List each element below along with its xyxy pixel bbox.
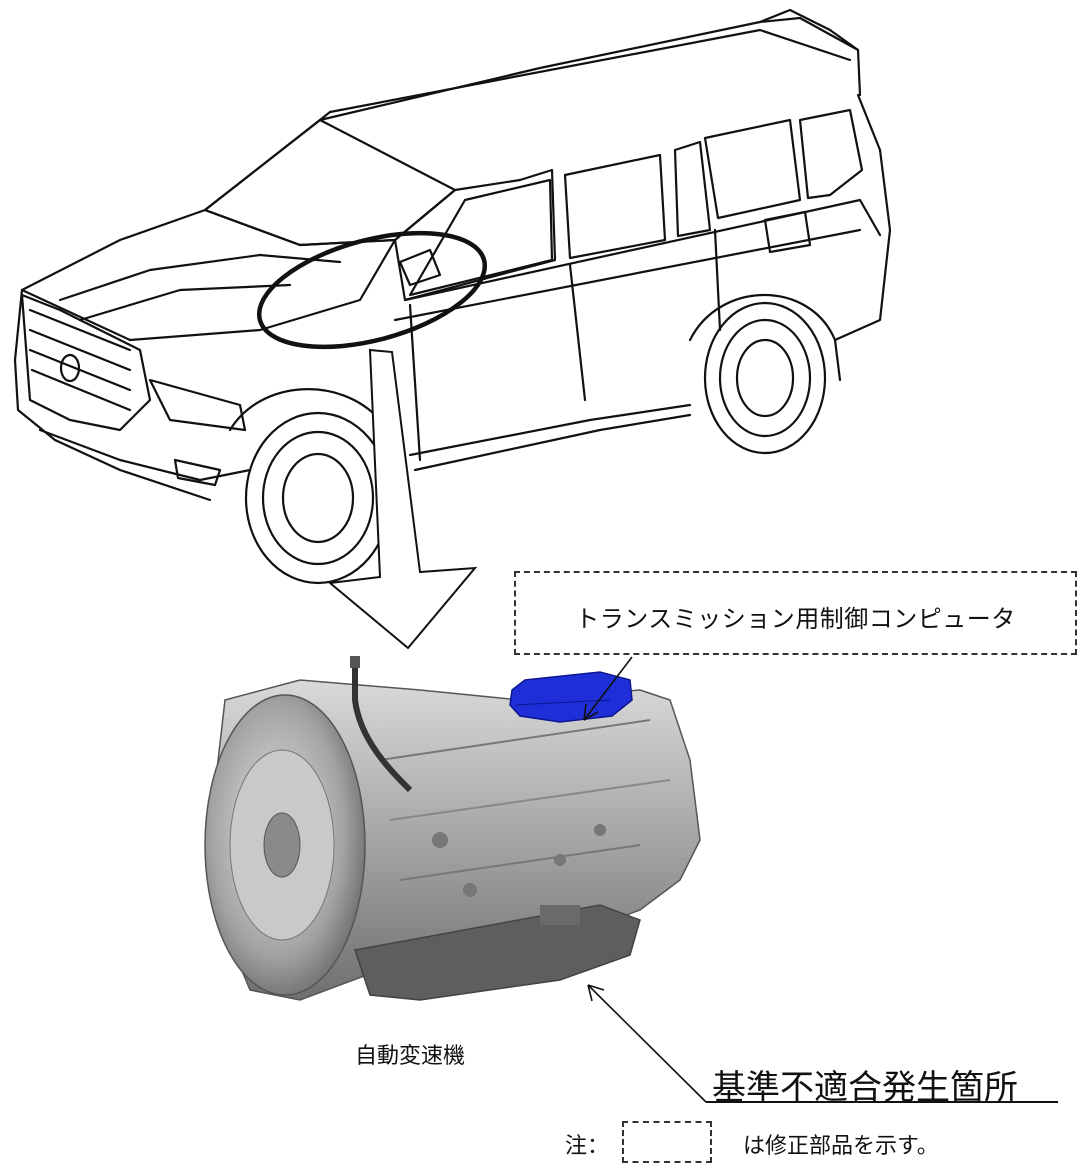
note-dashed-box (622, 1121, 712, 1163)
note-suffix: は修正部品を示す。 (743, 1134, 939, 1159)
automatic-transmission-label: 自動変速機 (355, 1044, 466, 1069)
vehicle-illustration (13, 8, 892, 585)
zoom-arrow (327, 348, 478, 650)
defect-location-label: 基準不適合発生箇所 (712, 1068, 1018, 1108)
ecu-leader-line (583, 656, 633, 721)
focus-ellipse (256, 230, 488, 350)
ecu-label: トランスミッション用制御コンピュータ (575, 605, 1016, 633)
transmission-illustration (204, 656, 701, 1001)
ecu-label-box: トランスミッション用制御コンピュータ (514, 571, 1077, 655)
tcm-module (509, 671, 633, 723)
note-prefix: 注： (565, 1134, 610, 1159)
defect-leader-line (587, 984, 707, 1103)
